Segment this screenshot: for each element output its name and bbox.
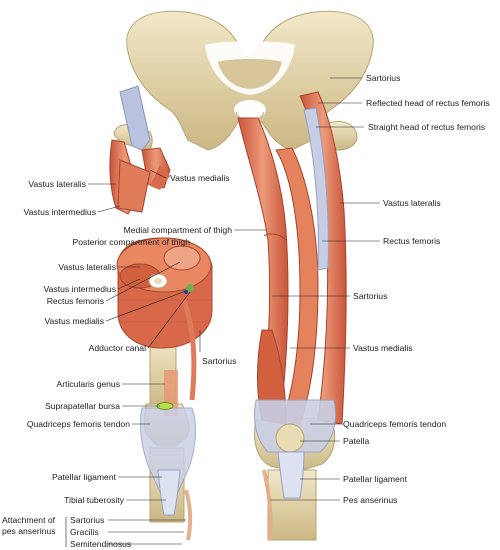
label-sartorius-top: Sartorius [366,73,401,83]
label-patellar-ligament-right: Patellar ligament [343,474,408,484]
label-vastus-lateralis-left: Vastus lateralis [28,179,86,189]
label-vastus-medialis-left: Vastus medialis [170,173,230,183]
label-reflected-head: Reflected head of rectus femoris [366,98,490,108]
label-vastus-intermedius-xs: Vastus intermedius [43,284,116,294]
label-patellar-ligament-left: Patellar ligament [51,472,116,482]
label-rectus-femoris-xs: Rectus femoris [46,296,104,306]
label-attachment-pes-1: Attachment of [2,515,56,525]
label-adductor-canal: Adductor canal [88,343,146,353]
left-sartorius-strip [181,299,197,401]
label-attachment-pes-2: pes anserinus [2,526,56,536]
label-sartorius-mid: Sartorius [353,291,388,301]
left-knee-ligaments [139,407,196,541]
label-sartorius-xs: Sartorius [202,356,237,366]
right-thigh-muscles [237,91,347,425]
label-vastus-lateralis-right: Vastus lateralis [383,198,441,208]
label-posterior-compartment: Posterior compartment of thigh [72,237,190,247]
label-quadriceps-tendon-right: Quadriceps femoris tendon [343,419,447,429]
right-knee-ligaments [254,399,336,541]
thigh-cross-section [116,237,213,349]
label-pes-anserinus: Pes anserinus [343,495,398,505]
label-quadriceps-tendon-left: Quadriceps femoris tendon [26,419,130,429]
label-tibial-tuberosity: Tibial tuberosity [64,495,124,505]
label-semitendinosus: Semitendinosus [70,539,132,549]
label-vastus-medialis-xs: Vastus medialis [44,316,104,326]
label-vastus-medialis-right: Vastus medialis [353,343,413,353]
label-rectus-femoris-right: Rectus femoris [383,236,441,246]
label-patella: Patella [343,436,370,446]
label-gracilis: Gracilis [70,527,99,537]
label-articularis-genus: Articularis genus [56,379,120,389]
label-vastus-lateralis-xs: Vastus lateralis [58,262,116,272]
left-vastus-fragments [109,85,171,215]
label-suprapatellar-bursa: Suprapatellar bursa [44,401,120,411]
label-straight-head: Straight head of rectus femoris [368,122,486,132]
leader-lines [65,77,380,547]
label-sartorius-bottom: Sartorius [70,515,105,525]
label-medial-compartment: Medial compartment of thigh [123,225,232,235]
label-vastus-intermedius-left: Vastus intermedius [23,207,96,217]
